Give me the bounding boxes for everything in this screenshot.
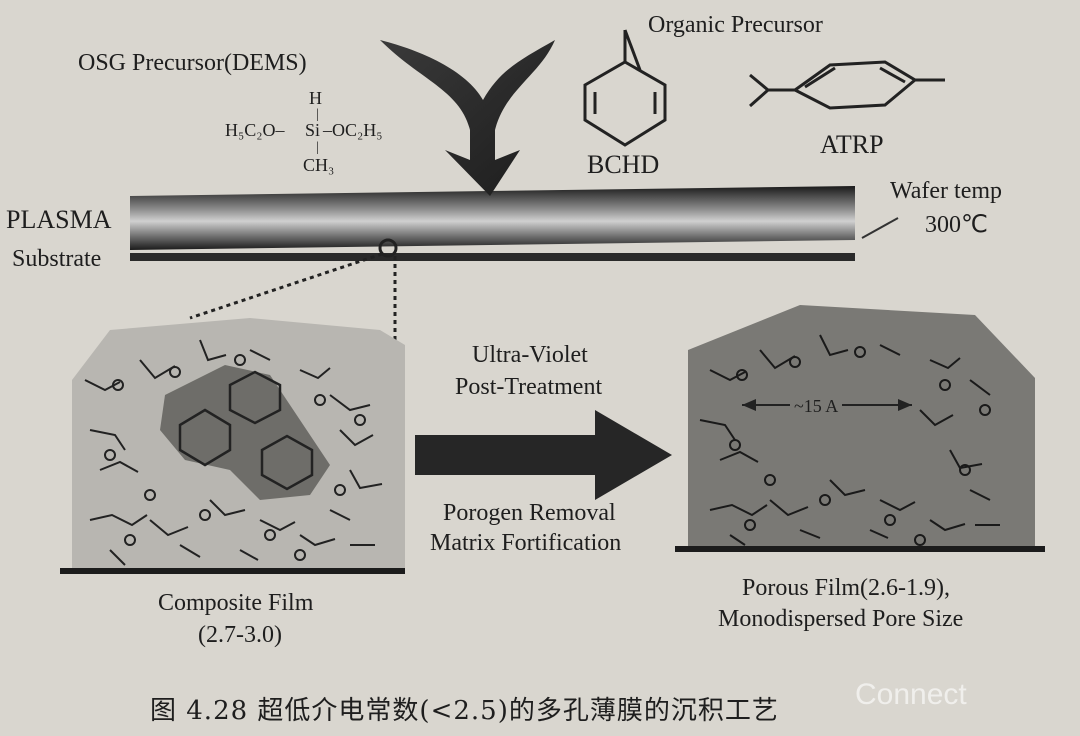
wafer-temp-label: Wafer temp <box>890 178 1003 204</box>
dems-right: –OC₂H₅ <box>323 120 383 140</box>
substrate-label: Substrate <box>12 246 102 272</box>
porous-film <box>688 305 1035 550</box>
porous-base-line <box>675 546 1045 552</box>
plasma-bar <box>130 186 855 250</box>
pore-arrow-left-head <box>742 399 756 411</box>
bchd-structure-icon <box>583 29 667 147</box>
dems-bond-top: | <box>316 107 319 122</box>
wafer-temp-value: 300℃ <box>925 212 988 238</box>
dems-left: H₅C₂O– <box>225 120 285 140</box>
dems-bond-bottom: | <box>316 140 319 155</box>
composite-film-label: Composite Film <box>158 590 314 616</box>
porogen-label-line2: Matrix Fortification <box>430 530 622 556</box>
pore-size-label: ~15 A <box>790 396 843 417</box>
uv-label-line2: Post-Treatment <box>455 374 603 400</box>
down-arrow-icon <box>380 40 555 196</box>
wafer-temp-leader <box>861 217 899 239</box>
figure-caption: 图 4.28 超低介电常数(<2.5)的多孔薄膜的沉积工艺 <box>150 696 779 726</box>
organic-precursor-label: Organic Precursor <box>648 12 823 38</box>
right-arrow-icon <box>415 410 672 500</box>
uv-label-line1: Ultra-Violet <box>472 342 588 368</box>
composite-film-range: (2.7-3.0) <box>198 622 282 648</box>
composite-base-line <box>60 568 405 574</box>
osg-precursor-label: OSG Precursor(DEMS) <box>78 50 307 76</box>
dems-ch3: CH₃ <box>303 155 335 175</box>
porous-film-label: Porous Film(2.6-1.9), <box>742 575 951 601</box>
porogen-rings-icon <box>178 370 314 491</box>
pore-arrow-right-head <box>898 399 912 411</box>
bchd-label: BCHD <box>587 150 660 179</box>
porous-network <box>699 334 1000 546</box>
atrp-label: ATRP <box>820 130 884 159</box>
zoom-circle <box>378 238 398 258</box>
porogen-label-line1: Porogen Removal <box>443 500 616 526</box>
plasma-label: PLASMA <box>6 205 112 234</box>
dems-si: Si <box>305 120 321 140</box>
watermark: Connect <box>855 678 967 711</box>
dems-h: H <box>309 88 322 108</box>
zoom-line-left <box>189 252 383 320</box>
atrp-structure-icon <box>749 60 945 110</box>
substrate-line <box>130 253 855 261</box>
composite-network <box>84 339 383 566</box>
porous-film-subtitle: Monodispersed Pore Size <box>718 606 964 632</box>
porogen-region <box>160 365 330 500</box>
